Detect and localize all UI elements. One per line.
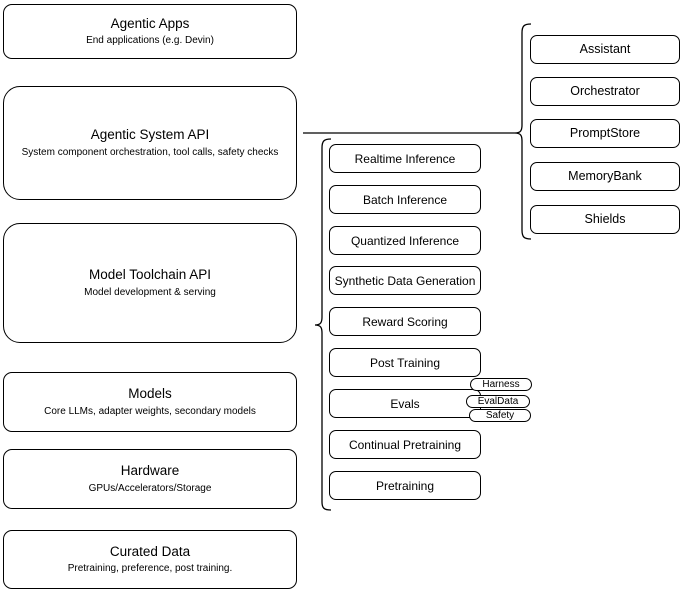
node-title: Hardware bbox=[120, 463, 180, 479]
node-label: Assistant bbox=[579, 42, 631, 57]
node-realtime-inference: Realtime Inference bbox=[329, 144, 481, 173]
node-model-toolchain-api: Model Toolchain API Model development & … bbox=[3, 223, 297, 343]
tag-harness: Harness bbox=[470, 378, 532, 391]
node-reward-scoring: Reward Scoring bbox=[329, 307, 481, 336]
node-post-training: Post Training bbox=[329, 348, 481, 377]
node-subtitle: GPUs/Accelerators/Storage bbox=[88, 482, 212, 494]
node-subtitle: Core LLMs, adapter weights, secondary mo… bbox=[44, 405, 256, 417]
node-label: Orchestrator bbox=[570, 84, 640, 99]
node-batch-inference: Batch Inference bbox=[329, 185, 481, 214]
node-label: Realtime Inference bbox=[354, 151, 456, 166]
node-orchestrator: Orchestrator bbox=[530, 77, 680, 106]
node-label: Shields bbox=[584, 212, 626, 227]
system-components-brace bbox=[514, 23, 532, 240]
node-title: Model Toolchain API bbox=[88, 267, 212, 283]
node-curated-data: Curated Data Pretraining, preference, po… bbox=[3, 530, 297, 589]
node-subtitle: System component orchestration, tool cal… bbox=[21, 146, 279, 158]
node-label: Pretraining bbox=[375, 478, 435, 493]
node-subtitle: Pretraining, preference, post training. bbox=[67, 563, 233, 575]
node-title: Curated Data bbox=[109, 543, 191, 559]
node-label: Reward Scoring bbox=[362, 314, 448, 329]
node-label: PromptStore bbox=[569, 126, 641, 141]
node-promptstore: PromptStore bbox=[530, 119, 680, 148]
node-evals: Evals bbox=[329, 389, 481, 418]
tag-evaldata: EvalData bbox=[466, 395, 530, 408]
node-shields: Shields bbox=[530, 205, 680, 234]
node-label: Evals bbox=[390, 396, 420, 411]
node-label: Quantized Inference bbox=[350, 233, 460, 248]
tag-label: Harness bbox=[482, 378, 520, 390]
node-title: Agentic Apps bbox=[110, 15, 190, 31]
node-memorybank: MemoryBank bbox=[530, 162, 680, 191]
node-title: Agentic System API bbox=[90, 127, 210, 143]
node-label: Batch Inference bbox=[362, 192, 448, 207]
node-label: MemoryBank bbox=[568, 169, 642, 184]
node-subtitle: End applications (e.g. Devin) bbox=[86, 35, 214, 47]
tag-label: Safety bbox=[485, 409, 515, 421]
node-hardware: Hardware GPUs/Accelerators/Storage bbox=[3, 449, 297, 509]
node-agentic-system-api: Agentic System API System component orch… bbox=[3, 86, 297, 200]
tag-label: EvalData bbox=[477, 395, 519, 407]
node-title: Models bbox=[128, 386, 172, 402]
node-synthetic-data-generation: Synthetic Data Generation bbox=[329, 266, 481, 295]
node-subtitle: Model development & serving bbox=[84, 286, 216, 298]
node-quantized-inference: Quantized Inference bbox=[329, 226, 481, 255]
node-continual-pretraining: Continual Pretraining bbox=[329, 430, 481, 459]
node-agentic-apps: Agentic Apps End applications (e.g. Devi… bbox=[3, 4, 297, 59]
node-label: Continual Pretraining bbox=[348, 437, 462, 452]
node-pretraining: Pretraining bbox=[329, 471, 481, 500]
node-models: Models Core LLMs, adapter weights, secon… bbox=[3, 372, 297, 432]
node-label: Synthetic Data Generation bbox=[334, 273, 476, 288]
node-label: Post Training bbox=[369, 355, 441, 370]
tag-safety: Safety bbox=[469, 409, 531, 422]
node-assistant: Assistant bbox=[530, 35, 680, 64]
